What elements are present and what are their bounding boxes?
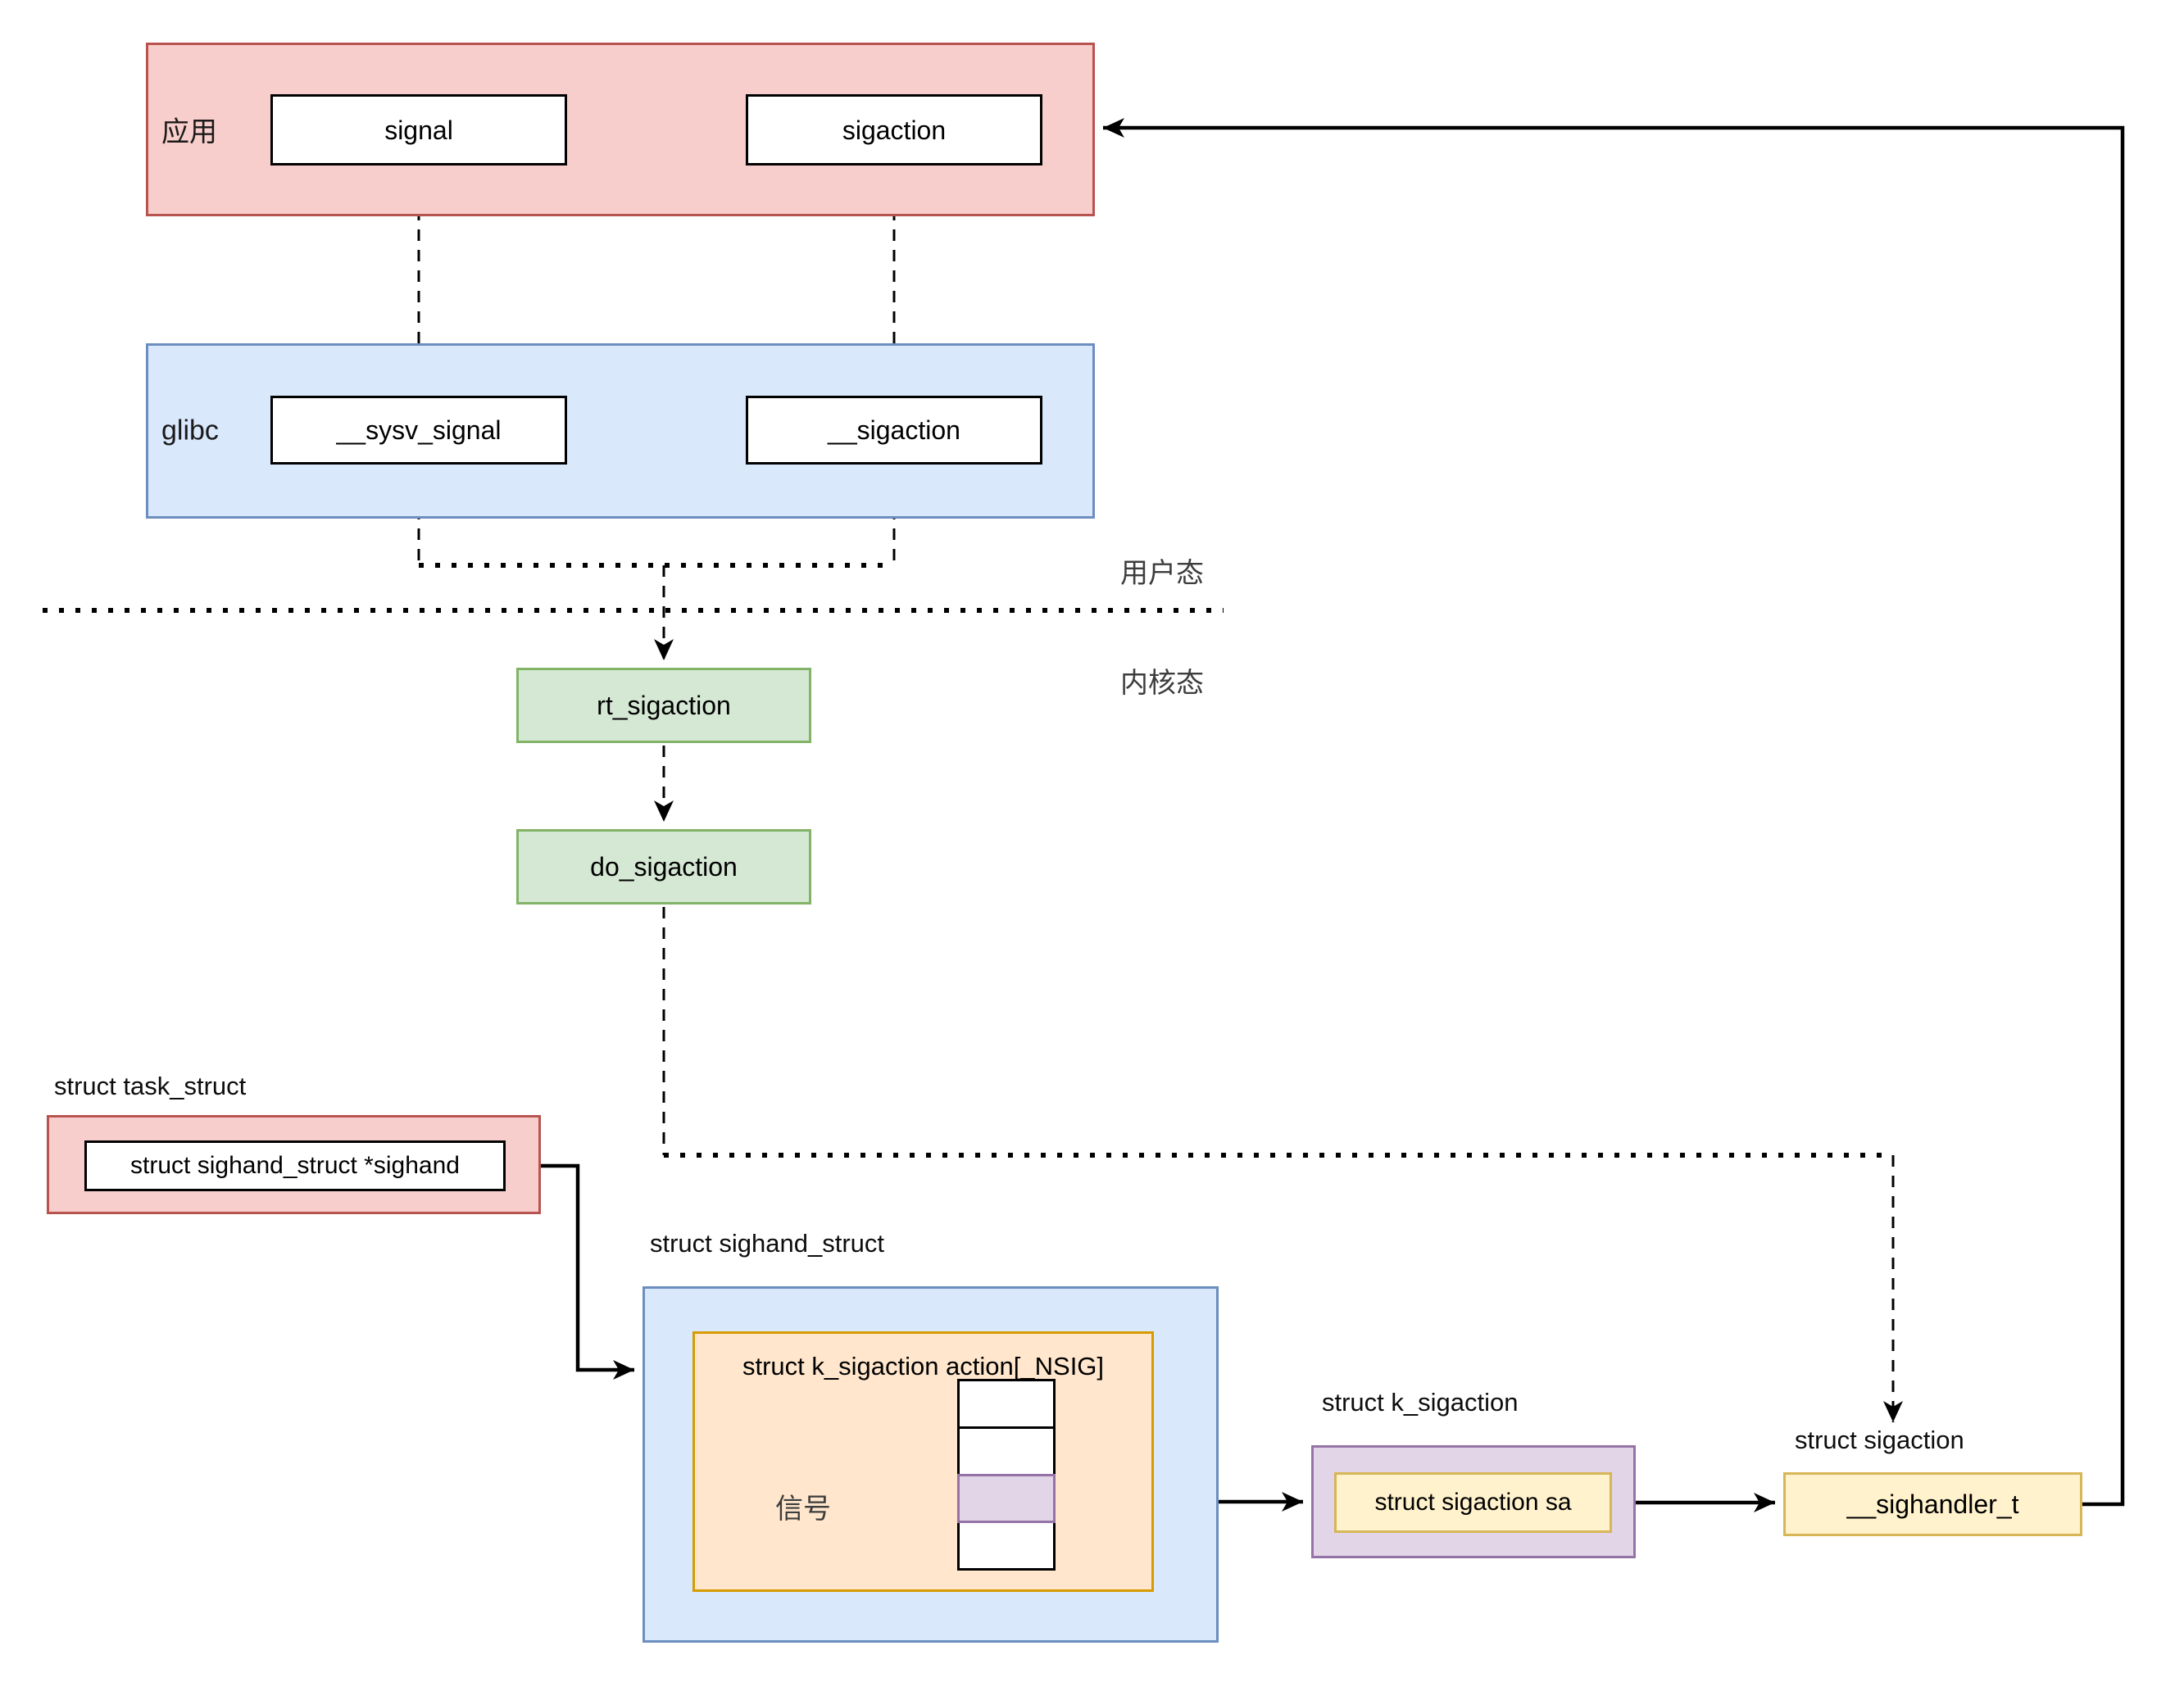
rt-sigaction-node: rt_sigaction: [516, 668, 811, 743]
sigaction-struct-title: struct sigaction: [1795, 1426, 1964, 1454]
sighand-field-node: struct sighand_struct *sighand: [84, 1140, 506, 1191]
sysv-signal-node-label: __sysv_signal: [336, 415, 502, 445]
glibc-sigaction-node: __sigaction: [746, 396, 1042, 465]
app-layer-label: 应用: [161, 116, 217, 148]
sighand-field-label: struct sighand_struct *sighand: [130, 1152, 460, 1179]
array-cell: [957, 1379, 1056, 1429]
glibc-layer-label: glibc: [161, 415, 219, 447]
sighandler-t-label: __sighandler_t: [1846, 1489, 2019, 1519]
user-mode-label: 用户态: [1120, 558, 1204, 589]
kernel-mode-label: 内核态: [1120, 668, 1204, 699]
sysv-signal-node: __sysv_signal: [270, 396, 567, 465]
glibc-sigaction-node-label: __sigaction: [828, 415, 960, 445]
k-sigaction-array-title: struct k_sigaction action[_NSIG]: [742, 1352, 1105, 1381]
array-cell-selected: [957, 1474, 1056, 1523]
signal-node-label: signal: [384, 115, 453, 145]
do-sigaction-label: do_sigaction: [590, 852, 738, 882]
rt-sigaction-label: rt_sigaction: [597, 691, 731, 720]
task-struct-title: struct task_struct: [54, 1072, 247, 1100]
k-sigaction-array-box: struct k_sigaction action[_NSIG]: [692, 1331, 1154, 1592]
k-sigaction-title: struct k_sigaction: [1322, 1388, 1519, 1417]
array-cell: [957, 1426, 1056, 1476]
sighand-struct-title: struct sighand_struct: [650, 1229, 885, 1258]
sigaction-sa-node: struct sigaction sa: [1334, 1472, 1612, 1533]
arrow-handler-callback-to-app: [1103, 118, 2125, 1507]
sigaction-node-label: sigaction: [842, 115, 947, 145]
array-cell: [957, 1521, 1056, 1571]
sigaction-sa-label: struct sigaction sa: [1374, 1489, 1572, 1516]
sigaction-array: [957, 1379, 1056, 1571]
sigaction-node: sigaction: [746, 94, 1042, 165]
signal-pointer-label: 信号: [775, 1494, 831, 1525]
signal-node: signal: [270, 94, 567, 165]
sighandler-t-node: __sighandler_t: [1783, 1472, 2082, 1536]
do-sigaction-node: do_sigaction: [516, 829, 811, 904]
